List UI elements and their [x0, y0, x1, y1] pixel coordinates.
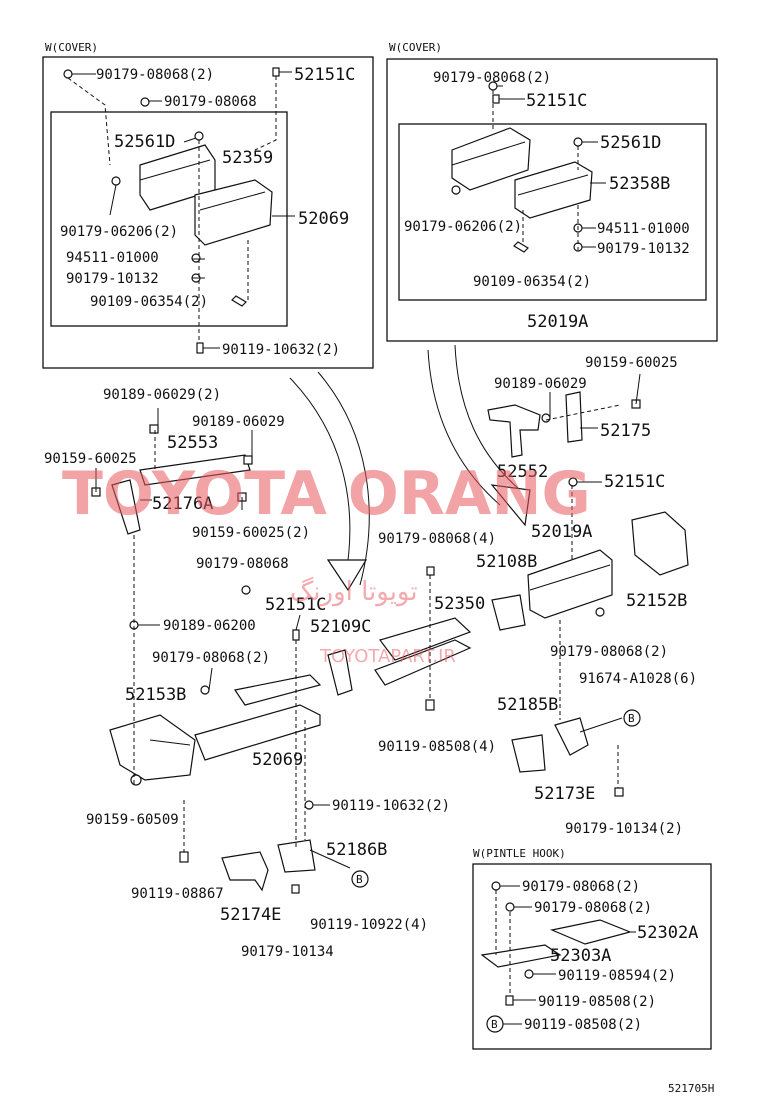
label-90179-08068-4: 90179-08068(4)	[378, 531, 496, 547]
label-52552: 52552	[497, 462, 548, 482]
center-step-assembly	[327, 566, 526, 711]
label-52151C-left: 52151C	[294, 65, 355, 85]
right-cover-parts	[451, 81, 593, 253]
ref-circle-b-left: B	[351, 870, 369, 888]
label-pintle-90119-08508-2-a: 90119-08508(2)	[538, 994, 656, 1010]
assembly-arrow-left	[289, 371, 370, 592]
label-52553: 52553	[167, 433, 218, 453]
right-bumper-assembly	[487, 391, 689, 797]
diagram-code: 521705H	[668, 1082, 714, 1095]
label-52152B: 52152B	[626, 591, 687, 611]
label-90179-08068-2-mid: 90179-08068(2)	[152, 650, 270, 666]
label-90119-08594-2: 90119-08594(2)	[558, 968, 676, 984]
svg-text:B: B	[628, 712, 635, 725]
label-52350: 52350	[434, 594, 485, 614]
label-90119-10632-2-cover: 90119-10632(2)	[222, 342, 340, 358]
label-90179-10134-2: 90179-10134(2)	[565, 821, 683, 837]
label-52174E: 52174E	[220, 905, 281, 925]
ref-circle-b-pintle: B	[486, 1015, 504, 1033]
ref-circle-b-right: B	[623, 709, 641, 727]
label-52109C: 52109C	[310, 617, 371, 637]
leader-lines	[72, 71, 641, 1025]
label-52153B: 52153B	[125, 685, 186, 705]
left-inner-frame	[50, 111, 288, 327]
label-90179-08068-2-right-cover: 90179-08068(2)	[433, 70, 551, 86]
label-90179-10132-right: 90179-10132	[597, 241, 690, 257]
label-52175: 52175	[600, 421, 651, 441]
label-52019A-right: 52019A	[531, 522, 592, 542]
watermark-site: TOYOTAPART.IR	[319, 646, 456, 667]
pintle-hook-frame	[472, 863, 712, 1050]
label-90189-06029-mid: 90189-06029	[192, 414, 285, 430]
label-pintle-90179-08068-2-a: 90179-08068(2)	[522, 879, 640, 895]
label-90159-60025-left: 90159-60025	[44, 451, 137, 467]
left-cover-frame	[42, 56, 374, 369]
label-90179-08068-mid: 90179-08068	[196, 556, 289, 572]
label-52151C-mid: 52151C	[265, 595, 326, 615]
right-inner-frame	[398, 123, 707, 301]
label-52359: 52359	[222, 148, 273, 168]
label-90189-06029-right: 90189-06029	[494, 376, 587, 392]
label-52302A: 52302A	[637, 923, 698, 943]
label-90179-08068-left: 90179-08068	[164, 94, 257, 110]
label-52108B: 52108B	[476, 552, 537, 572]
label-52151C-right: 52151C	[604, 472, 665, 492]
label-52151C-right-cover: 52151C	[526, 91, 587, 111]
watermark-farsi: تویوتا اورنگ	[290, 576, 418, 607]
label-52303A: 52303A	[550, 946, 611, 966]
label-pintle-90179-08068-2-b: 90179-08068(2)	[534, 900, 652, 916]
label-91674-A1028-6: 91674-A1028(6)	[579, 671, 697, 687]
label-52561D-left: 52561D	[114, 132, 175, 152]
watermark-main: TOYOTA ORANG	[62, 459, 591, 529]
label-90109-06354-2-right: 90109-06354(2)	[473, 274, 591, 290]
label-90179-06206-2-left: 90179-06206(2)	[60, 224, 178, 240]
label-90159-60509: 90159-60509	[86, 812, 179, 828]
right-cover-caption: W(COVER)	[389, 41, 442, 54]
assembly-arrow-right	[427, 344, 531, 527]
label-90119-08508-4: 90119-08508(4)	[378, 739, 496, 755]
left-cover-caption: W(COVER)	[45, 41, 98, 54]
label-52186B: 52186B	[326, 840, 387, 860]
label-52173E: 52173E	[534, 784, 595, 804]
label-90119-10922-4: 90119-10922(4)	[310, 917, 428, 933]
label-90189-06200: 90189-06200	[163, 618, 256, 634]
label-90109-06354-2-left: 90109-06354(2)	[90, 294, 208, 310]
label-90179-10134: 90179-10134	[241, 944, 334, 960]
label-52069-left-cover: 52069	[298, 209, 349, 229]
label-52358B: 52358B	[609, 174, 670, 194]
pintle-hook-caption: W(PINTLE HOOK)	[473, 847, 566, 860]
left-cover-parts	[63, 67, 295, 354]
label-90119-10632-2-mid: 90119-10632(2)	[332, 798, 450, 814]
label-90119-08867: 90119-08867	[131, 886, 224, 902]
label-90159-60025-right: 90159-60025	[585, 355, 678, 371]
left-bumper-assembly	[91, 424, 351, 894]
label-94511-01000-left: 94511-01000	[66, 250, 159, 266]
label-52069-mid: 52069	[252, 750, 303, 770]
label-52176A: 52176A	[152, 494, 213, 514]
label-90179-08068-2-top: 90179-08068(2)	[96, 67, 214, 83]
label-52561D-right: 52561D	[600, 133, 661, 153]
label-94511-01000-right: 94511-01000	[597, 221, 690, 237]
label-90179-06206-2-right: 90179-06206(2)	[404, 219, 522, 235]
label-52185B: 52185B	[497, 695, 558, 715]
right-cover-frame	[386, 58, 718, 342]
svg-text:B: B	[491, 1018, 498, 1031]
label-52019A-cover: 52019A	[527, 312, 588, 332]
label-90189-06029-2: 90189-06029(2)	[103, 387, 221, 403]
label-90179-10132-left: 90179-10132	[66, 271, 159, 287]
label-90179-08068-2-right: 90179-08068(2)	[550, 644, 668, 660]
label-90159-60025-2: 90159-60025(2)	[192, 525, 310, 541]
svg-text:B: B	[356, 873, 363, 886]
label-pintle-90119-08508-2-b: 90119-08508(2)	[524, 1017, 642, 1033]
